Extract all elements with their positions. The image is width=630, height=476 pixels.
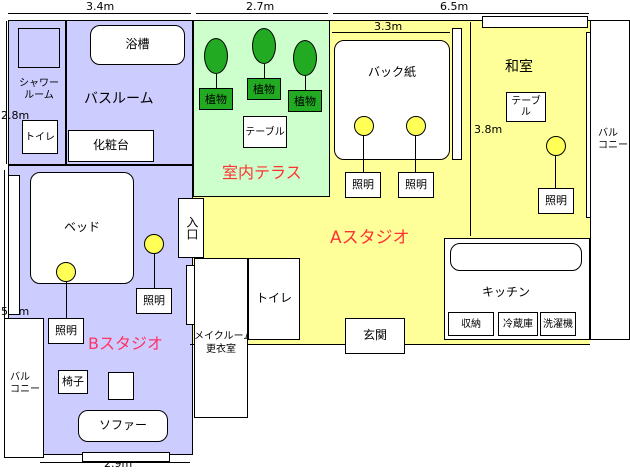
shower-label: シャワー ルーム	[19, 78, 59, 101]
balcony-left-label: バル コニー	[10, 372, 40, 395]
washitsu-light: 照明	[538, 188, 574, 214]
studio-a-title: Aスタジオ	[330, 228, 410, 248]
dim-kitchen-height: 3.8m	[474, 123, 503, 136]
dim-top-mid: 2.7m	[246, 0, 275, 13]
dim-bottom: 2.9m	[104, 457, 133, 470]
sofa: ソファー	[78, 410, 168, 442]
kitchen-title: キッチン	[482, 285, 531, 299]
studio-b-light-1: 照明	[48, 318, 84, 344]
kitchen-sink	[450, 243, 582, 271]
light-bulb-icon	[406, 116, 426, 136]
bath-toilet: トイレ	[22, 120, 58, 154]
studio-a-light-1: 照明	[345, 172, 381, 198]
chair: 椅子	[58, 370, 88, 394]
terrace-table: テーブル	[243, 116, 287, 148]
light-bulb-icon	[354, 116, 374, 136]
genkan[interactable]: 玄関	[345, 318, 405, 354]
light-bulb-icon	[144, 234, 164, 254]
terrace-title: 室内テラス	[222, 163, 302, 182]
balcony-right	[590, 20, 630, 340]
makeroom	[194, 258, 248, 418]
washitsu-title: 和室	[505, 59, 533, 75]
bottom-window	[82, 452, 170, 462]
side-table	[108, 372, 134, 400]
dim-line-bottom	[40, 462, 190, 463]
plant-2: 植物	[247, 28, 281, 100]
shower-divider	[65, 20, 67, 165]
bathroom-label: バスルーム	[84, 91, 154, 107]
dim-line-right-inner	[332, 32, 450, 33]
bathtub: 浴槽	[90, 25, 185, 65]
washitsu-table: テーブル	[506, 92, 546, 122]
plant-3: 植物	[288, 40, 322, 112]
balcony-left	[4, 318, 44, 458]
dim-top-left: 3.4m	[86, 0, 115, 13]
vanity: 化粧台	[68, 130, 154, 162]
studio-b-title: Bスタジオ	[88, 334, 163, 353]
dim-right-inner: 3.3m	[374, 20, 403, 33]
entrance[interactable]: 入口	[178, 198, 204, 258]
dim-line-top-left	[8, 13, 191, 14]
dim-line-left-upper	[6, 21, 7, 164]
plant-leaf-icon	[293, 40, 317, 76]
balcony-left-window	[8, 175, 20, 315]
backdrop-paper: バック紙	[334, 40, 450, 160]
kitchen-storage: 収納	[448, 312, 494, 336]
studio-a-toilet: トイレ	[248, 258, 300, 340]
dim-top-right: 6.5m	[440, 0, 469, 13]
shower-stall	[18, 28, 60, 68]
plant-leaf-icon	[204, 38, 228, 74]
plant-leaf-icon	[252, 28, 276, 64]
top-window	[482, 16, 588, 28]
dim-line-top-mid	[196, 13, 328, 14]
studio-a-light-2: 照明	[398, 172, 434, 198]
light-bulb-icon	[56, 262, 76, 282]
dim-line-left-lower	[4, 170, 5, 455]
makeroom-label: メイクルーム 更衣室	[194, 331, 254, 355]
plant-1: 植物	[199, 38, 233, 110]
dim-left-upper: 2.8m	[1, 109, 30, 122]
fridge: 冷蔵庫	[498, 312, 538, 336]
studio-b-light-2: 照明	[136, 288, 172, 314]
dim-line-top-right	[333, 13, 589, 14]
light-bulb-icon	[546, 136, 566, 156]
dim-line-kitchen	[470, 22, 471, 236]
backdrop-stand-pole	[452, 28, 462, 160]
balcony-right-label: バル コニー	[598, 128, 628, 151]
bed: ベッド	[30, 172, 134, 284]
washing-machine: 洗濯機	[540, 312, 576, 336]
